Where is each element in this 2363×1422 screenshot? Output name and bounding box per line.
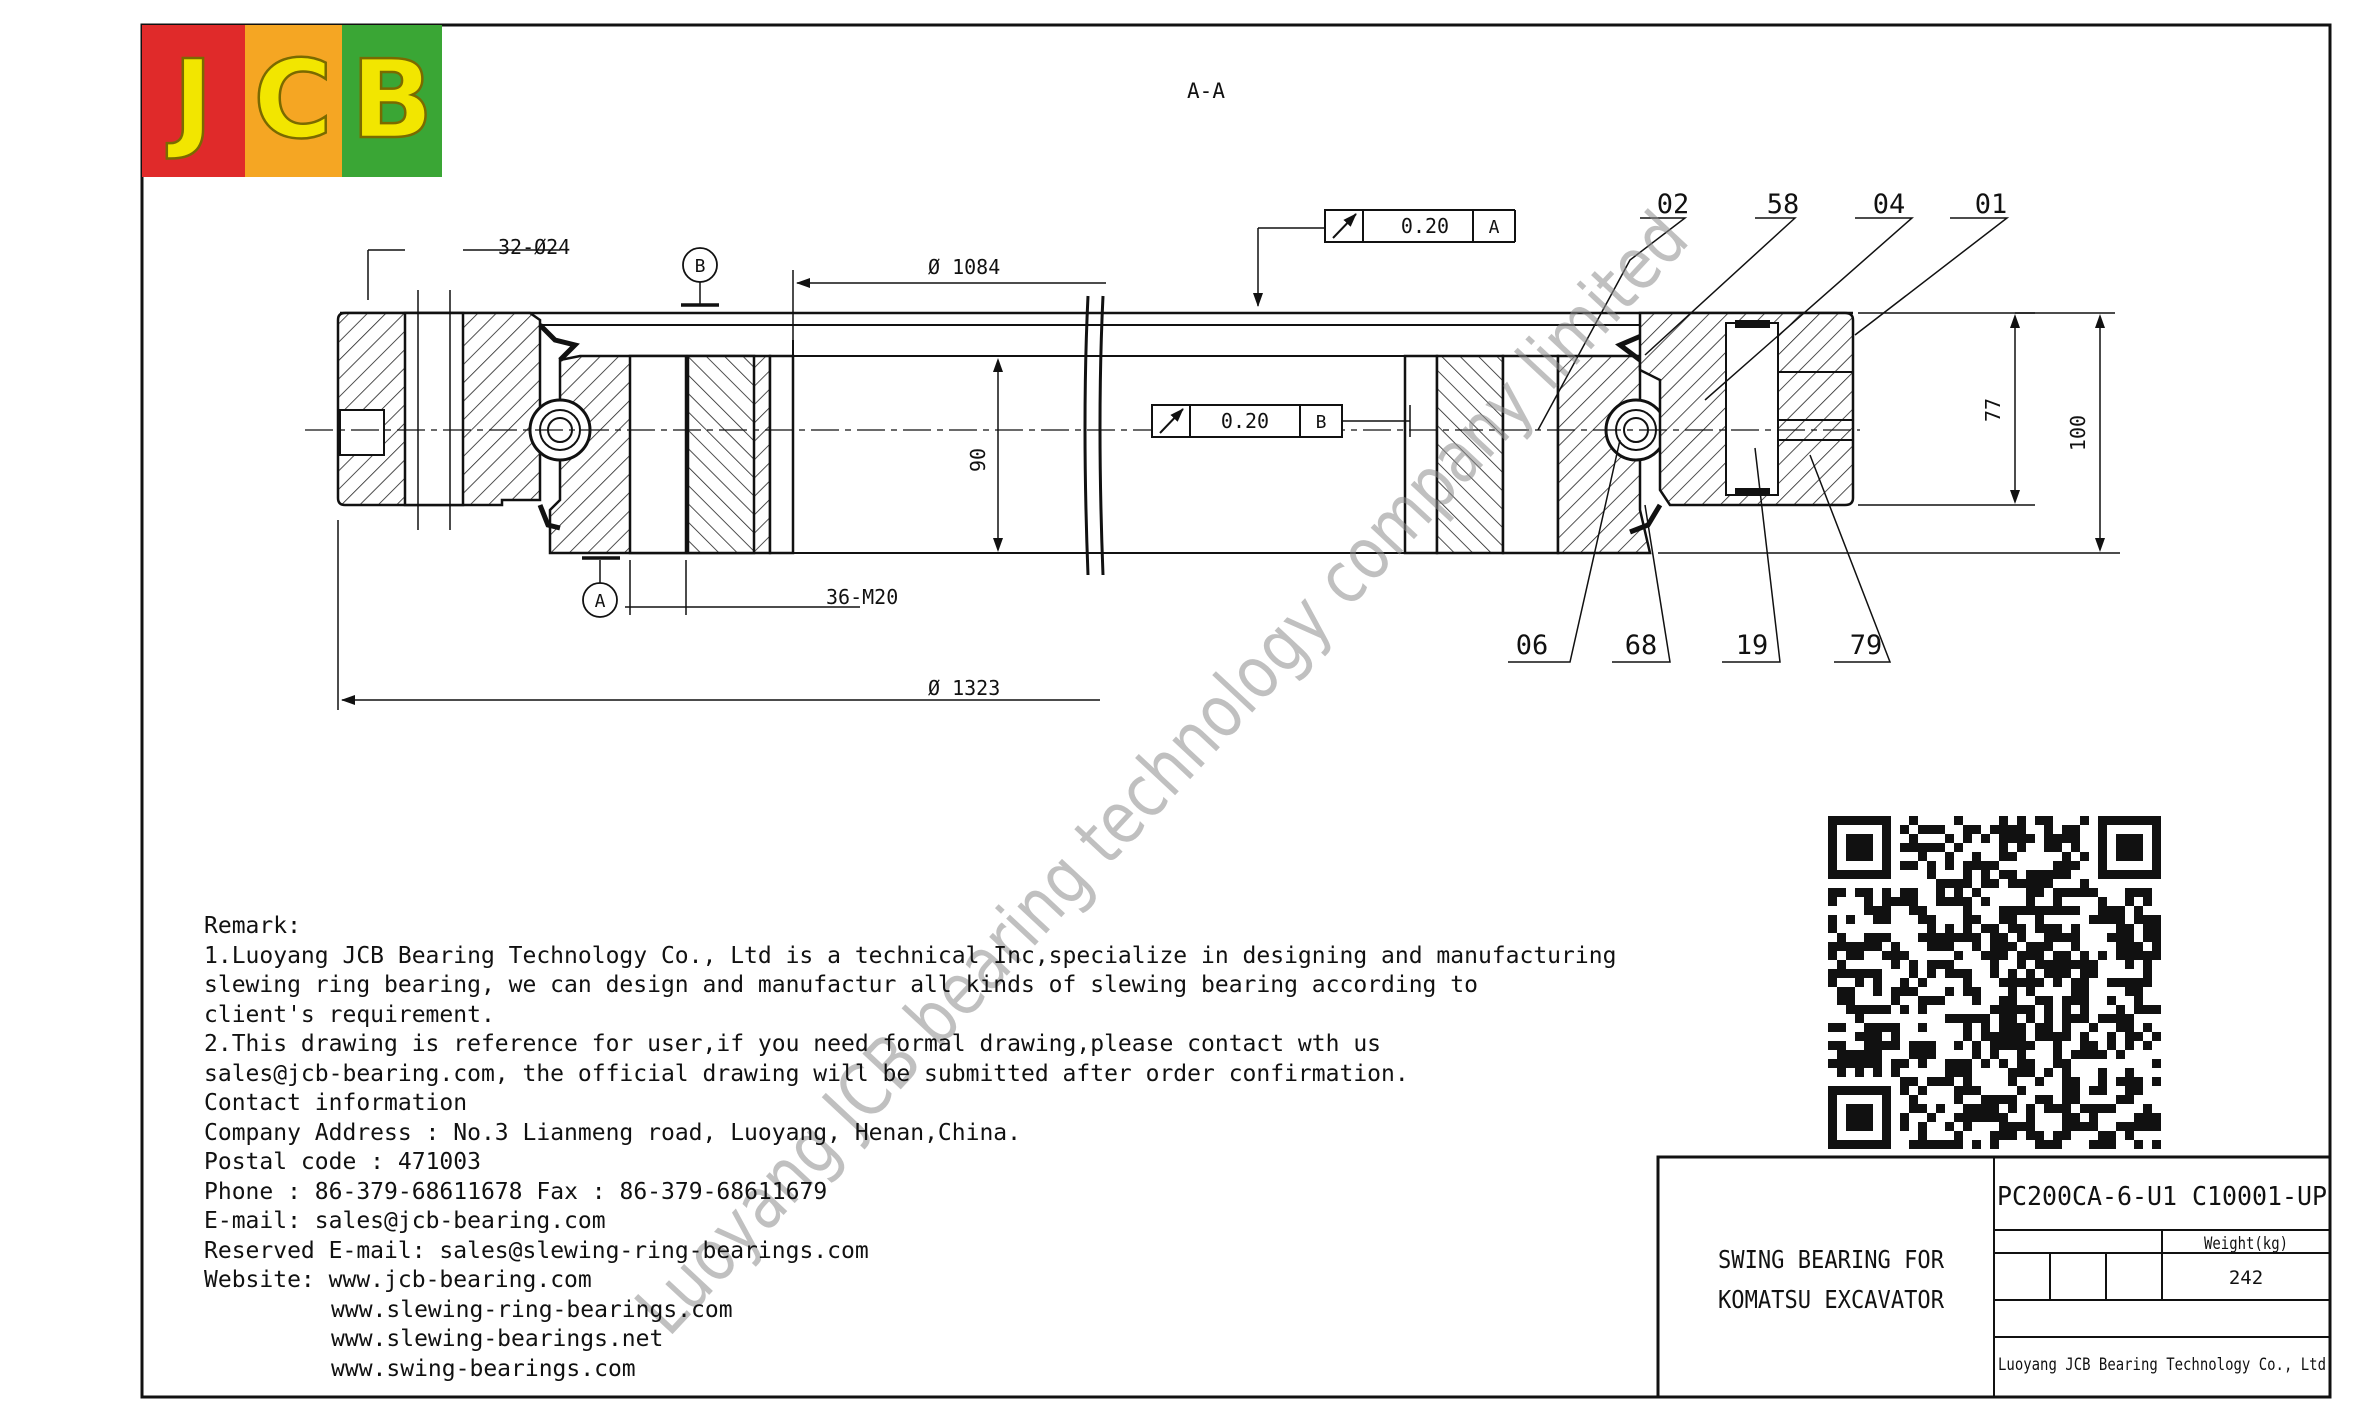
address-label: Company Address : bbox=[204, 1119, 440, 1146]
dim-100: 100 bbox=[2066, 415, 2090, 451]
website-value: www.slewing-bearings.net bbox=[331, 1326, 664, 1352]
svg-text:0.20: 0.20 bbox=[1221, 409, 1269, 433]
title-block bbox=[1656, 1155, 2332, 1399]
website-label: Website: bbox=[204, 1267, 315, 1293]
email-value: sales@jcb-bearing.com bbox=[314, 1208, 606, 1234]
fax-label: Fax : bbox=[536, 1178, 606, 1205]
weight-label: Weight(kg) bbox=[2204, 1234, 2288, 1254]
remark-line: client's requirement. bbox=[204, 1001, 495, 1028]
section-label: A-A bbox=[1187, 79, 1225, 103]
svg-text:A: A bbox=[595, 591, 606, 612]
logo-letter-j: J bbox=[166, 38, 213, 163]
address-value: No.3 Lianmeng road, Luoyang, Henan,China… bbox=[453, 1119, 1021, 1146]
outer-ring-right bbox=[1638, 311, 1855, 507]
part-label-02: 02 bbox=[1657, 189, 1690, 220]
email-label: E-mail: bbox=[204, 1208, 301, 1234]
title-company: Luoyang JCB Bearing Technology Co., Ltd bbox=[1998, 1355, 2326, 1375]
part-label-04: 04 bbox=[1873, 189, 1906, 220]
phone-value: 86-379-68611678 bbox=[314, 1178, 523, 1205]
dim-77: 77 bbox=[1981, 398, 2005, 422]
part-leaders bbox=[1508, 217, 2010, 663]
website-value: www.slewing-ring-bearings.com bbox=[331, 1296, 733, 1323]
break-marks bbox=[1083, 295, 1105, 576]
reserved-email-value: sales@slewing-ring-bearings.com bbox=[439, 1237, 869, 1264]
website-value: www.swing-bearings.com bbox=[331, 1355, 636, 1382]
dim-holes: 32-Ø24 bbox=[498, 235, 570, 259]
part-label-68: 68 bbox=[1625, 630, 1658, 661]
remark-line: slewing ring bearing, we can design and … bbox=[204, 972, 1478, 998]
postal-label: Postal code : bbox=[204, 1149, 385, 1175]
qr-code bbox=[1826, 814, 2162, 1149]
website-value: www.jcb-bearing.com bbox=[328, 1267, 592, 1293]
outer-ring-left bbox=[336, 290, 542, 530]
phone-label: Phone : bbox=[204, 1178, 301, 1205]
svg-text:B: B bbox=[695, 256, 706, 277]
part-label-06: 06 bbox=[1516, 630, 1549, 661]
svg-text:B: B bbox=[1316, 412, 1327, 433]
jcb-logo: J C B bbox=[142, 25, 442, 177]
tolerance-frame-b: 0.20 B bbox=[1151, 404, 1411, 438]
contact-reserved-email: Reserved E-mail: sales@slewing-ring-bear… bbox=[204, 1237, 1624, 1267]
remark-line: 1.Luoyang JCB Bearing Technology Co., Lt… bbox=[204, 942, 1617, 969]
svg-text:0.20: 0.20 bbox=[1401, 214, 1449, 238]
svg-text:A: A bbox=[1489, 217, 1500, 238]
description-line-1: SWING BEARING FOR bbox=[1718, 1245, 1945, 1274]
weight-value: 242 bbox=[2229, 1267, 2263, 1289]
remarks-block: Remark: 1.Luoyang JCB Bearing Technology… bbox=[204, 912, 1624, 1384]
remark-line: sales@jcb-bearing.com, the official draw… bbox=[204, 1060, 1409, 1087]
part-label-58: 58 bbox=[1767, 189, 1800, 220]
datum-b: B bbox=[681, 247, 719, 307]
dim-threads: 36-M20 bbox=[826, 585, 898, 609]
dimension-lines bbox=[337, 249, 2120, 710]
dim-outer-diameter: Ø 1323 bbox=[928, 676, 1000, 700]
datum-a: A bbox=[582, 556, 620, 618]
logo-letter-b: B bbox=[351, 38, 433, 163]
contact-email: E-mail: sales@jcb-bearing.com bbox=[204, 1207, 1624, 1237]
contact-website: Website: www.jcb-bearing.com bbox=[204, 1266, 1624, 1296]
contact-heading: Contact information bbox=[204, 1090, 468, 1116]
part-label-79: 79 bbox=[1850, 630, 1883, 661]
part-label-19: 19 bbox=[1736, 630, 1769, 661]
page-border bbox=[140, 23, 2332, 1399]
reserved-email-label: Reserved E-mail: bbox=[204, 1237, 426, 1264]
contact-address: Company Address : No.3 Lianmeng road, Lu… bbox=[204, 1119, 1624, 1149]
remarks-heading: Remark: bbox=[204, 913, 301, 939]
description-line-2: KOMATSU EXCAVATOR bbox=[1718, 1285, 1945, 1314]
tolerance-frame-a: 0.20 A bbox=[1253, 209, 1516, 307]
part-label-01: 01 bbox=[1975, 189, 2008, 220]
postal-value: 471003 bbox=[397, 1149, 481, 1175]
logo-letter-c: C bbox=[253, 38, 332, 163]
part-number: PC200CA-6-U1 C10001-UP bbox=[1997, 1182, 2327, 1212]
inner-ring-left bbox=[528, 323, 795, 555]
dim-inner-height: 90 bbox=[966, 448, 990, 472]
fax-value: 86-379-68611679 bbox=[619, 1178, 828, 1205]
contact-phone: Phone : 86-379-68611678 Fax : 86-379-686… bbox=[204, 1178, 1624, 1208]
contact-postal: Postal code : 471003 bbox=[204, 1148, 1624, 1178]
dim-inner-diameter: Ø 1084 bbox=[928, 255, 1000, 279]
remark-line: 2.This drawing is reference for user,if … bbox=[204, 1031, 1382, 1057]
